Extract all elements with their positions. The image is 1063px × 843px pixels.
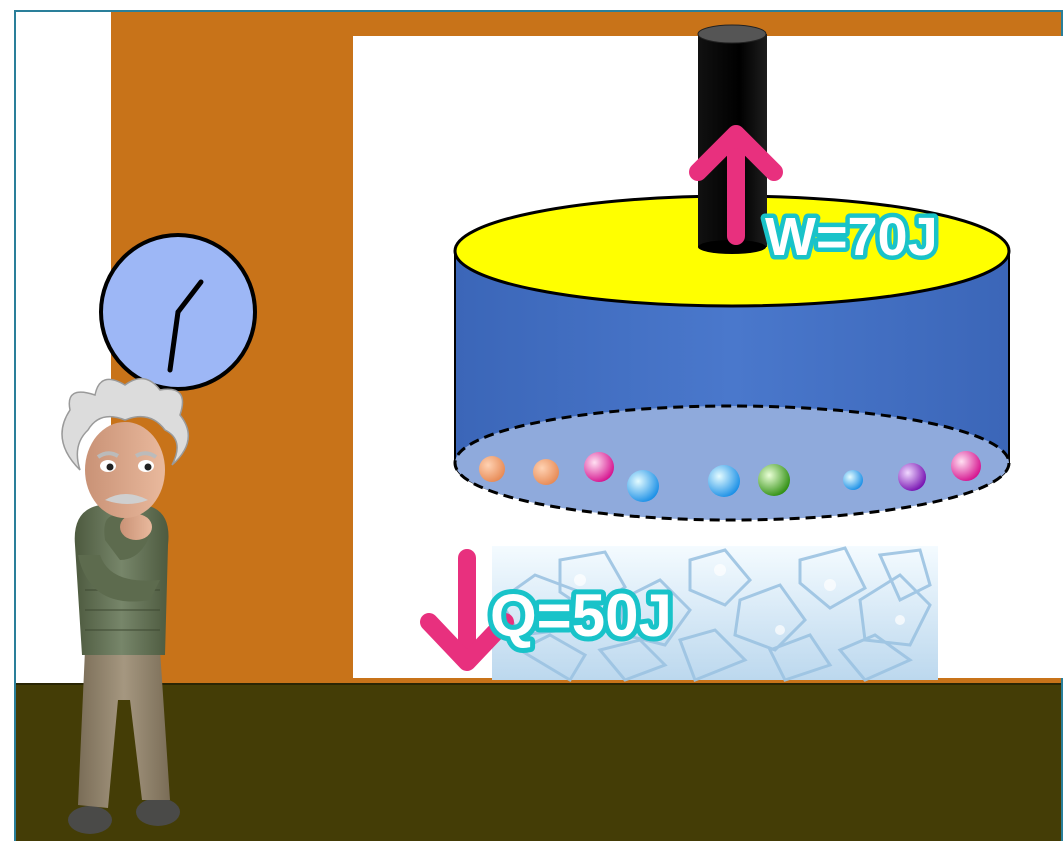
molecule: [951, 451, 981, 481]
work-label: W=70J: [765, 207, 938, 267]
molecule: [898, 463, 926, 491]
molecule: [758, 464, 790, 496]
molecule: [708, 465, 740, 497]
molecule: [479, 456, 505, 482]
molecule: [584, 452, 614, 482]
molecule: [627, 470, 659, 502]
molecule: [843, 470, 863, 490]
molecule: [533, 459, 559, 485]
wall-clock-icon: [101, 235, 255, 389]
heat-label: Q=50J: [490, 582, 672, 649]
